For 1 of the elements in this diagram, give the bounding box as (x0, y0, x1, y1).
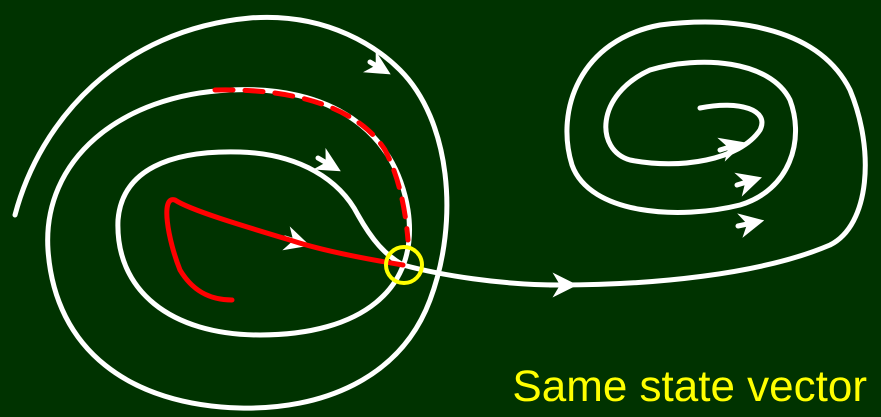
caption-text: Same state vector (512, 362, 867, 411)
